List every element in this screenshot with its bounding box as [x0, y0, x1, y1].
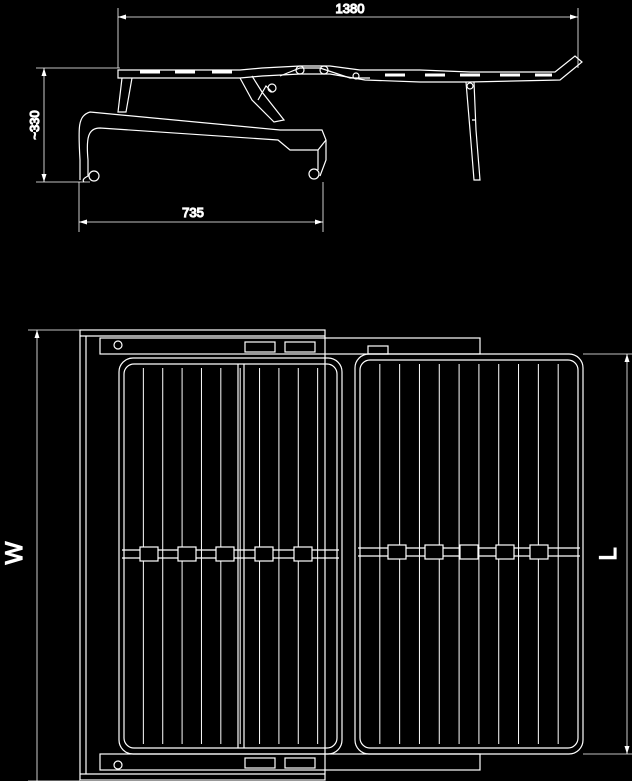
folded-length-dimension [78, 182, 324, 232]
deck-rail [117, 55, 583, 83]
slat-clip [424, 544, 444, 560]
slat-clip [459, 544, 479, 560]
plan-view: W L [0, 329, 632, 781]
slat-clip [177, 546, 197, 562]
top-mechanism-bar [99, 337, 481, 355]
length-label: L [595, 547, 622, 560]
total-length-dimension [117, 8, 579, 68]
side-elevation-view: 1380 ~330 735 [26, 0, 583, 232]
total-length-label: 1380 [336, 1, 365, 16]
slat-clip [495, 544, 515, 560]
height-dimension [36, 67, 120, 183]
slat-clip [139, 546, 159, 562]
slat-clip [293, 546, 313, 562]
bottom-hinge [113, 757, 316, 770]
width-dimension [28, 329, 80, 781]
slat-clip [387, 544, 407, 560]
length-dimension [583, 353, 632, 755]
outer-frame [79, 329, 326, 781]
base-wheel-right [308, 168, 320, 180]
folded-length-label: 735 [182, 205, 204, 220]
slat-clip [254, 546, 274, 562]
base-wheel-left [88, 170, 100, 182]
height-label: ~330 [27, 110, 42, 139]
top-hinge [113, 340, 389, 355]
right-leg [465, 81, 481, 181]
left-slat-panel [118, 357, 343, 755]
slat-clip [529, 544, 549, 560]
base-frame [78, 111, 327, 183]
slat-clip [215, 546, 235, 562]
right-slat-panel [354, 353, 584, 755]
left-leg [117, 77, 133, 113]
width-label: W [1, 541, 28, 564]
